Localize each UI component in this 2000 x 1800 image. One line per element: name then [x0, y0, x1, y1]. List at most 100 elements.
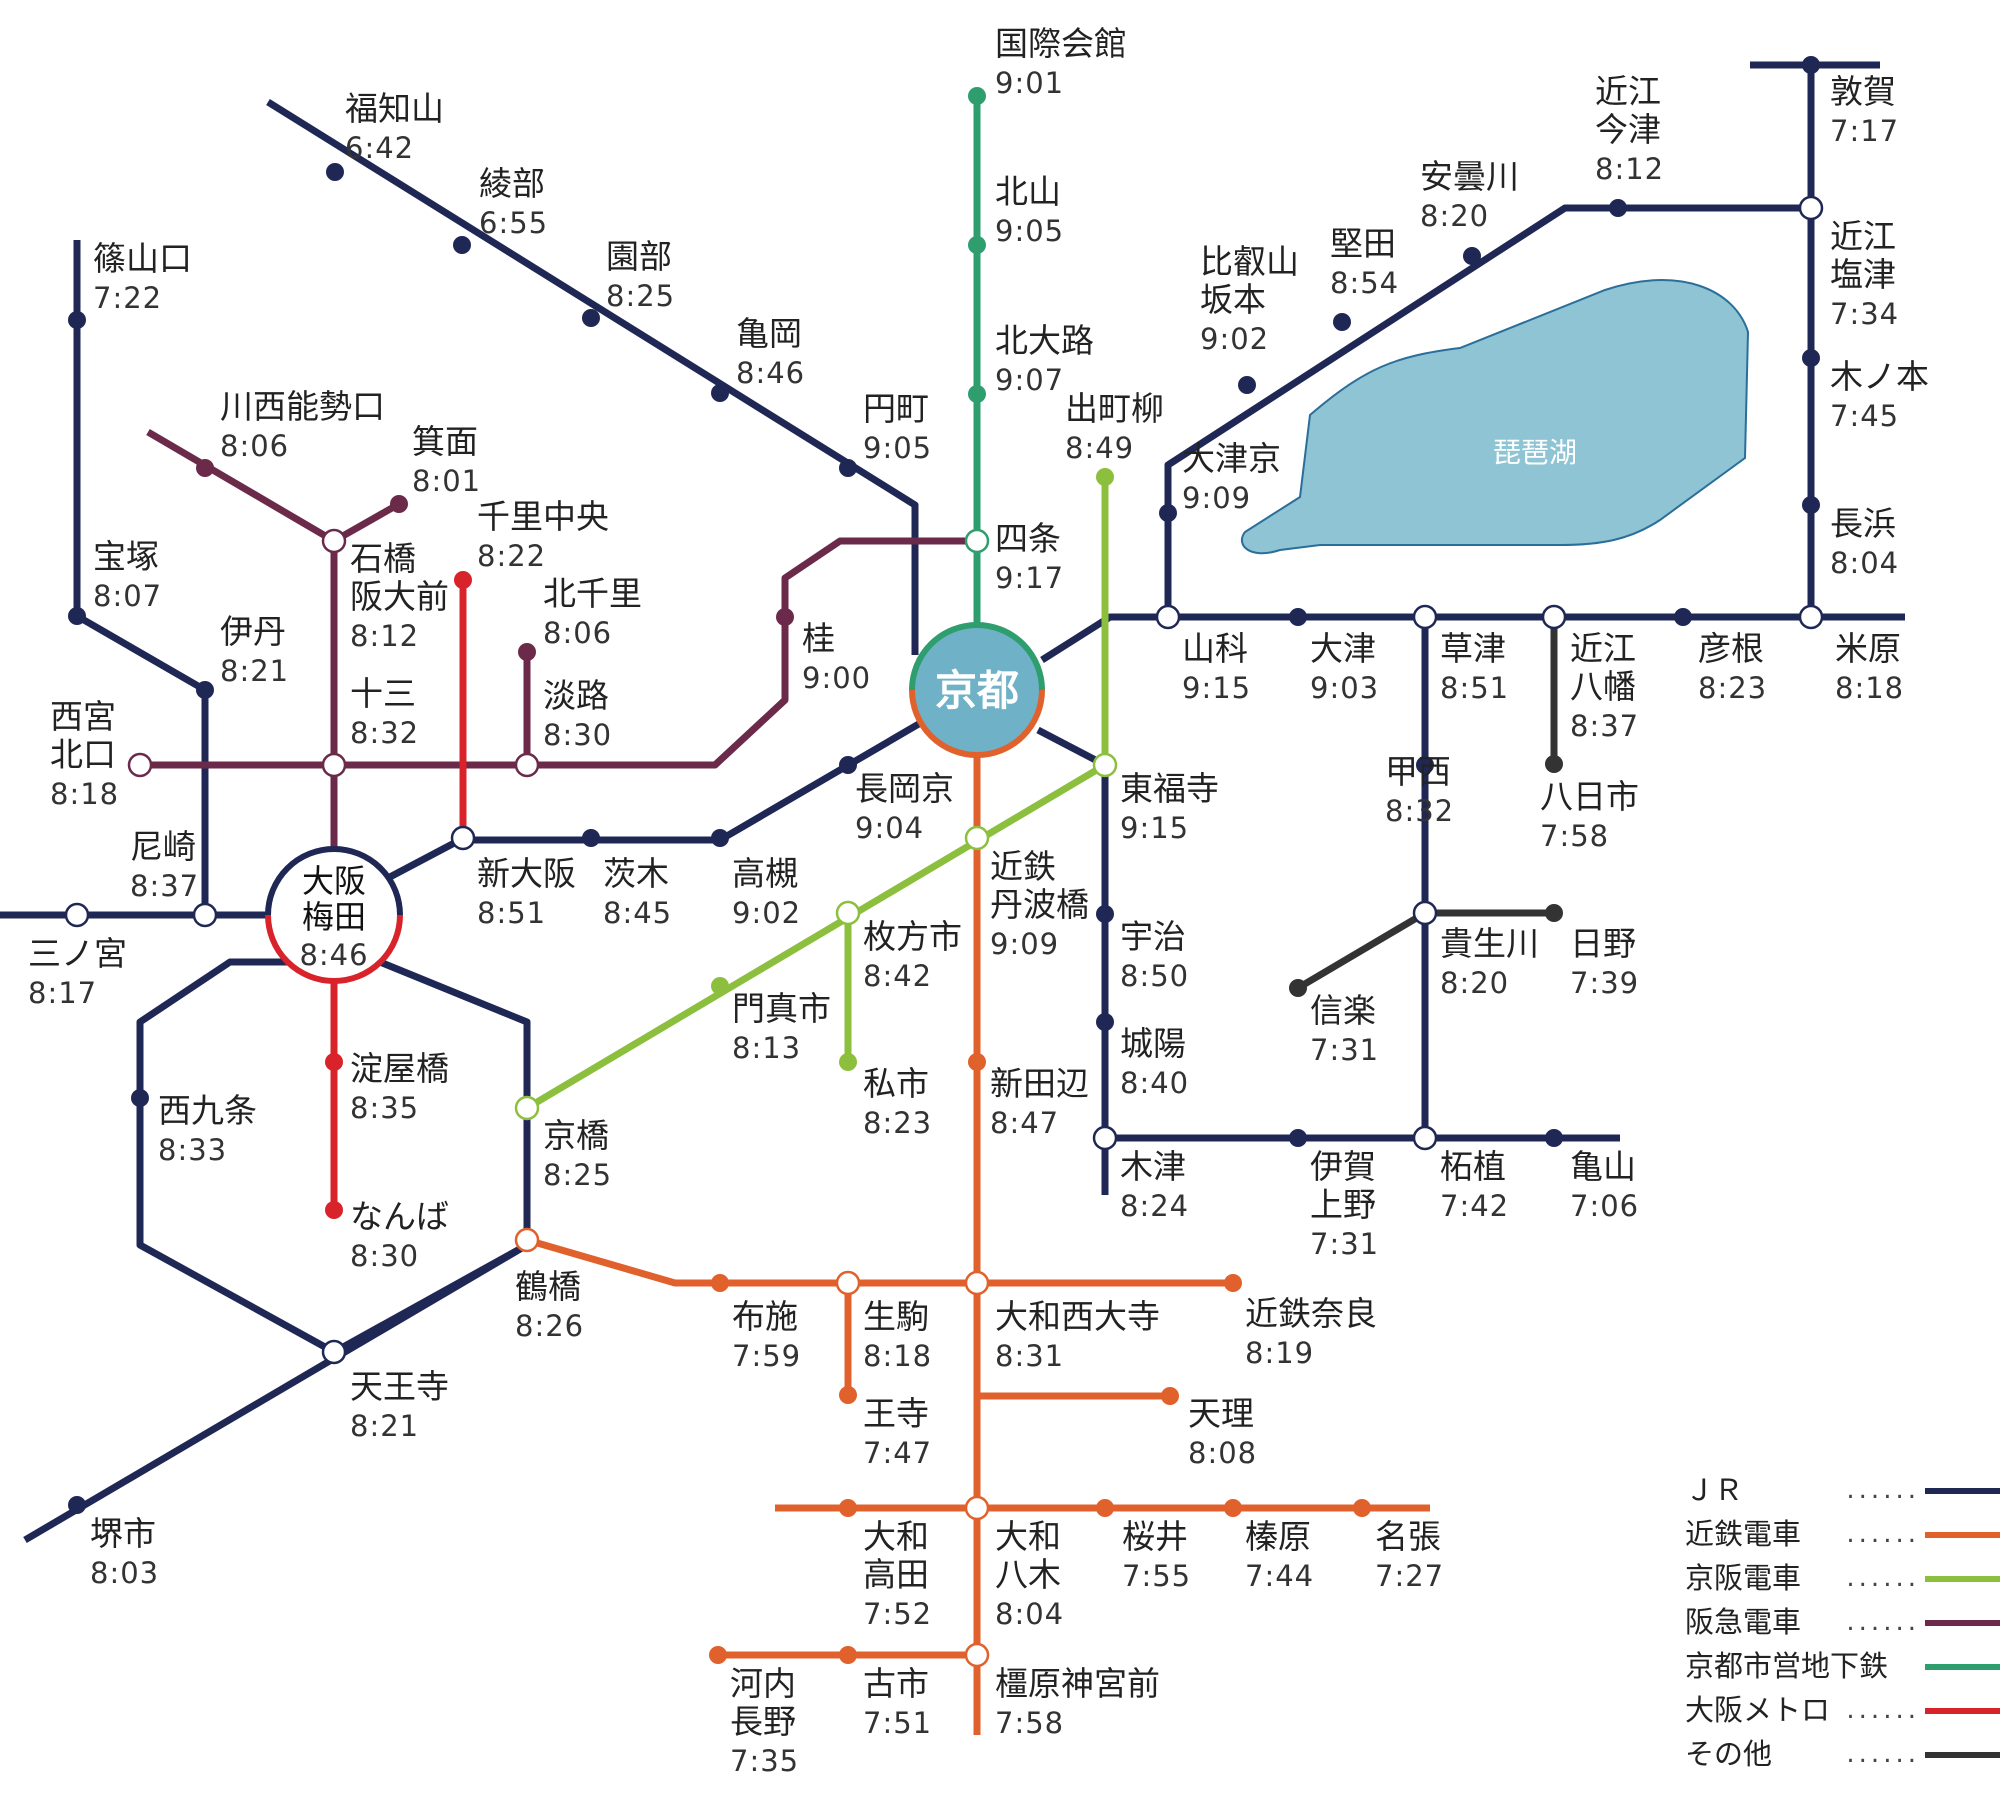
transfer-station-marker[interactable] — [514, 1095, 540, 1121]
transfer-station-marker[interactable] — [964, 1642, 990, 1668]
station-name: 高田 — [863, 1555, 929, 1594]
station-marker[interactable] — [1353, 1499, 1371, 1517]
transfer-station-marker[interactable] — [514, 1227, 540, 1253]
station-marker[interactable] — [968, 1053, 986, 1071]
transfer-station-marker[interactable] — [64, 902, 90, 928]
transfer-station-marker[interactable] — [1798, 604, 1824, 630]
station-marker[interactable] — [1159, 504, 1177, 522]
transfer-station-marker[interactable] — [1155, 604, 1181, 630]
transfer-station-marker[interactable] — [964, 1495, 990, 1521]
station-marker[interactable] — [1463, 247, 1481, 265]
station-marker[interactable] — [839, 756, 857, 774]
station-name: 長岡京 — [855, 769, 954, 808]
station-marker[interactable] — [711, 829, 729, 847]
station-marker[interactable] — [1802, 496, 1820, 514]
station-marker[interactable] — [1224, 1274, 1242, 1292]
station-name: 甲西 — [1385, 752, 1451, 791]
legend-label: 大阪メトロ — [1685, 1693, 1830, 1727]
transfer-station-marker[interactable] — [127, 752, 153, 778]
station-marker[interactable] — [453, 236, 471, 254]
station-marker[interactable] — [1802, 349, 1820, 367]
station-marker[interactable] — [839, 1646, 857, 1664]
transfer-station-marker[interactable] — [835, 900, 861, 926]
station-marker[interactable] — [196, 681, 214, 699]
station-marker[interactable] — [454, 571, 472, 589]
station-marker[interactable] — [1545, 755, 1563, 773]
transfer-station-marker[interactable] — [964, 1270, 990, 1296]
station-marker[interactable] — [1609, 199, 1627, 217]
transfer-station-marker[interactable] — [514, 752, 540, 778]
station-marker[interactable] — [711, 1274, 729, 1292]
station-marker[interactable] — [709, 1646, 727, 1664]
station-marker[interactable] — [1674, 608, 1692, 626]
transfer-station-marker[interactable] — [321, 752, 347, 778]
station-marker[interactable] — [582, 829, 600, 847]
station-marker[interactable] — [1545, 1129, 1563, 1147]
transfer-station-marker[interactable] — [1798, 195, 1824, 221]
transfer-station-marker[interactable] — [321, 528, 347, 554]
transfer-station-marker[interactable] — [1092, 752, 1118, 778]
station-marker[interactable] — [325, 1201, 343, 1219]
station-marker[interactable] — [518, 643, 536, 661]
station-label: 桂9:00 — [802, 619, 870, 695]
station-marker[interactable] — [1161, 1387, 1179, 1405]
rail-line-jr — [266, 99, 919, 655]
station-name: 米原 — [1835, 629, 1901, 668]
transfer-station-marker[interactable] — [835, 1270, 861, 1296]
station-marker[interactable] — [776, 608, 794, 626]
transfer-station-marker[interactable] — [321, 1339, 347, 1365]
station-marker[interactable] — [1096, 1499, 1114, 1517]
transfer-station-marker[interactable] — [964, 825, 990, 851]
station-marker[interactable] — [1096, 1013, 1114, 1031]
station-marker[interactable] — [839, 1386, 857, 1404]
station-marker[interactable] — [1289, 1129, 1307, 1147]
station-time: 9:15 — [1120, 811, 1189, 845]
station-label: 円町9:05 — [863, 389, 931, 465]
station-time: 8:33 — [158, 1133, 227, 1167]
station-marker[interactable] — [325, 1053, 343, 1071]
station-marker[interactable] — [582, 309, 600, 327]
transfer-station-marker[interactable] — [1541, 604, 1567, 630]
station-marker[interactable] — [1289, 979, 1307, 997]
station-marker[interactable] — [1096, 905, 1114, 923]
transfer-station-marker[interactable] — [192, 902, 218, 928]
station-marker[interactable] — [968, 385, 986, 403]
osaka-umeda-hub[interactable]: 大阪梅田 8:46 — [265, 846, 403, 984]
transfer-station-marker[interactable] — [1092, 1125, 1118, 1151]
transfer-station-marker[interactable] — [1412, 604, 1438, 630]
station-marker[interactable] — [390, 495, 408, 513]
transfer-station-marker[interactable] — [964, 528, 990, 554]
transfer-station-marker[interactable] — [1412, 900, 1438, 926]
station-marker[interactable] — [839, 1053, 857, 1071]
station-marker[interactable] — [1096, 468, 1114, 486]
transfer-station-marker[interactable] — [450, 825, 476, 851]
station-marker[interactable] — [196, 459, 214, 477]
station-marker[interactable] — [68, 607, 86, 625]
station-marker[interactable] — [1289, 608, 1307, 626]
station-label: 綾部6:55 — [479, 164, 547, 240]
station-label: 古市7:51 — [863, 1664, 931, 1740]
station-time: 8:30 — [543, 718, 612, 752]
station-marker[interactable] — [1802, 56, 1820, 74]
station-marker[interactable] — [1545, 904, 1563, 922]
kyoto-hub[interactable]: 京都 — [909, 622, 1045, 758]
station-marker[interactable] — [1416, 756, 1434, 774]
station-time: 8:04 — [995, 1597, 1064, 1631]
station-marker[interactable] — [968, 87, 986, 105]
transfer-station-marker[interactable] — [1412, 1125, 1438, 1151]
station-marker[interactable] — [1333, 313, 1351, 331]
station-marker[interactable] — [68, 1496, 86, 1514]
station-marker[interactable] — [711, 977, 729, 995]
station-marker[interactable] — [968, 236, 986, 254]
station-marker[interactable] — [1238, 376, 1256, 394]
station-marker[interactable] — [131, 1089, 149, 1107]
station-marker[interactable] — [68, 311, 86, 329]
station-marker[interactable] — [839, 1499, 857, 1517]
station-name: 榛原 — [1245, 1517, 1311, 1556]
station-marker[interactable] — [326, 163, 344, 181]
station-marker[interactable] — [1224, 1499, 1242, 1517]
station-marker[interactable] — [839, 459, 857, 477]
station-marker[interactable] — [711, 384, 729, 402]
